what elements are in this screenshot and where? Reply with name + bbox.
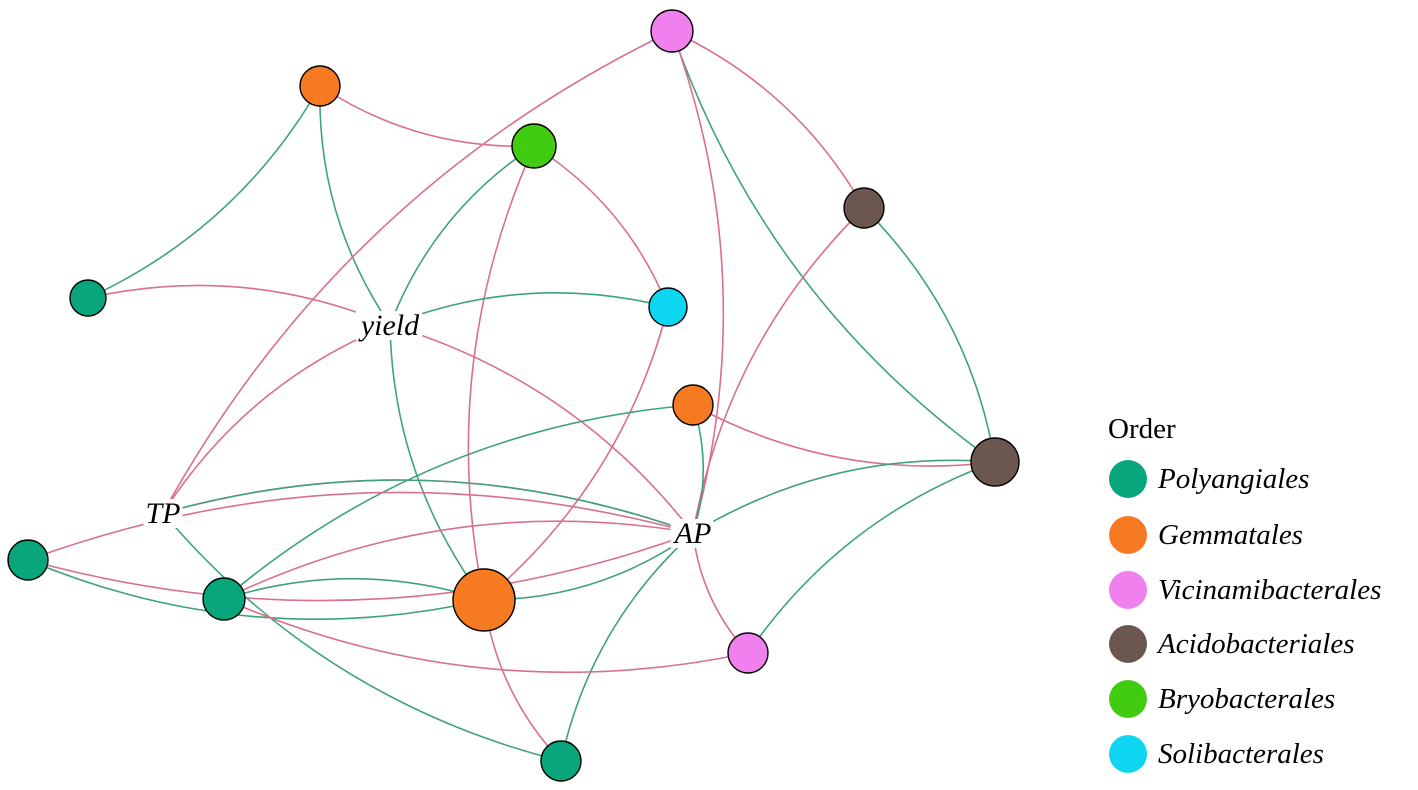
legend-item-solibacterales: Solibacterales	[1109, 735, 1324, 773]
edges-layer	[27, 30, 996, 762]
edge-p3-v2	[223, 598, 749, 674]
edge-v1-a2	[671, 30, 996, 463]
legend-title: Order	[1108, 413, 1176, 445]
edge-yield-g3	[389, 324, 485, 601]
node-polyangiales	[202, 577, 246, 621]
legend-label: Bryobacterales	[1158, 683, 1335, 715]
legend-swatch	[1109, 516, 1147, 554]
node-polyangiales	[540, 740, 582, 782]
nodes-layer	[7, 9, 1020, 782]
edge-AP-p4	[560, 532, 694, 762]
legend-swatch	[1109, 735, 1147, 773]
edge-g2-p3	[223, 404, 694, 600]
legend-label: Polyangiales	[1157, 463, 1309, 495]
node-vicinamibacterales	[650, 9, 694, 53]
edge-p2-AP	[27, 491, 694, 561]
legend-label: Vicinamibacterales	[1158, 574, 1381, 606]
variable-label-yield: yield	[358, 309, 420, 342]
edge-yield-s1	[389, 292, 669, 326]
label-halo	[670, 519, 714, 548]
node-gemmatales	[299, 65, 341, 107]
edge-AP-TP	[162, 479, 694, 534]
node-solibacterales	[648, 287, 688, 327]
edge-v2-a2	[747, 461, 996, 654]
legend: Order Polyangiales Gemmatales Vicinamiba…	[1108, 413, 1381, 773]
edge-p2-g3	[27, 559, 485, 621]
node-polyangiales	[69, 279, 107, 317]
legend-label: Solibacterales	[1158, 738, 1324, 770]
label-halo	[355, 311, 423, 340]
edge-g1-yield	[319, 85, 391, 326]
edge-g2-a2	[692, 404, 996, 467]
edge-p3-AP	[223, 520, 694, 600]
variable-label-ap: AP	[673, 517, 712, 550]
legend-swatch	[1109, 571, 1147, 609]
edge-p1-yield	[87, 284, 391, 326]
legend-swatch	[1109, 460, 1147, 498]
edge-v1-a1	[671, 30, 865, 209]
node-acidobacteriales	[843, 187, 885, 229]
label-halo	[143, 499, 183, 528]
edge-a1-a2	[863, 207, 996, 463]
node-bryobacterales	[511, 123, 557, 169]
legend-swatch	[1109, 680, 1147, 718]
legend-swatch	[1109, 625, 1147, 663]
legend-item-bryobacterales: Bryobacterales	[1109, 680, 1335, 718]
edge-b1-yield	[389, 145, 535, 326]
edge-a1-AP	[692, 207, 865, 534]
node-vicinamibacterales	[727, 632, 769, 674]
legend-label: Gemmatales	[1158, 519, 1303, 551]
legend-item-vicinamibacterales: Vicinamibacterales	[1109, 571, 1381, 609]
legend-label: Acidobacteriales	[1156, 628, 1355, 660]
legend-item-acidobacteriales: Acidobacteriales	[1109, 625, 1355, 663]
node-gemmatales	[672, 384, 714, 426]
legend-item-polyangiales: Polyangiales	[1109, 460, 1309, 498]
edge-b1-g3	[467, 145, 535, 601]
variable-label-tp: TP	[145, 497, 180, 530]
edge-yield-AP	[389, 324, 694, 534]
legend-item-gemmatales: Gemmatales	[1109, 516, 1303, 554]
edge-p3-g3	[223, 577, 485, 601]
edge-TP-AP	[162, 479, 694, 534]
variable-labels: yield TP AP	[143, 309, 714, 550]
edge-s1-g3	[483, 306, 669, 601]
node-gemmatales	[452, 568, 516, 632]
node-acidobacteriales	[970, 437, 1020, 487]
edge-yield-TP	[162, 324, 391, 514]
edge-b1-s1	[533, 145, 669, 308]
edge-AP-p2	[27, 532, 694, 602]
edge-v1-TP	[162, 30, 673, 514]
node-polyangiales	[7, 539, 49, 581]
edge-v1-AP	[671, 30, 725, 534]
edge-g1-b1	[319, 85, 535, 148]
edge-g1-p1	[87, 85, 321, 299]
edge-AP-a2	[692, 459, 996, 534]
edge-TP-p4	[162, 512, 562, 762]
